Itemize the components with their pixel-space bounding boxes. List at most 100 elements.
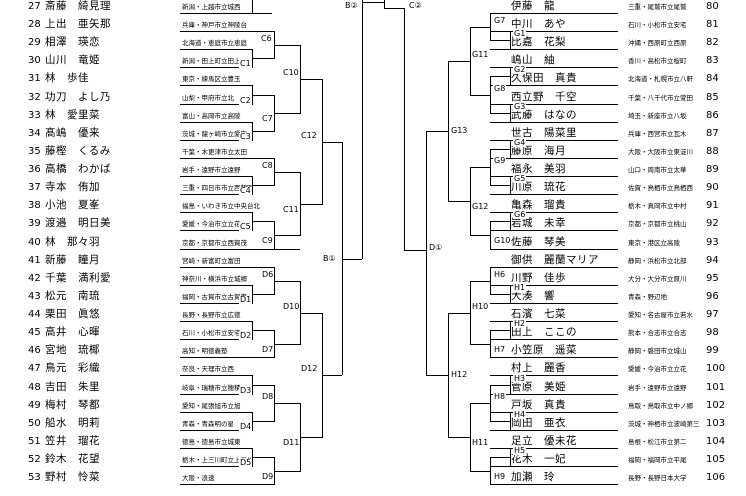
- match-label-H8: H8: [493, 392, 507, 401]
- match-label-H10: H10: [471, 302, 490, 311]
- match-label-G7: G7: [493, 16, 507, 25]
- player-number: 81: [706, 19, 719, 31]
- player-school: 福岡・古賀市立古賀東: [182, 292, 247, 301]
- bracket-line: [510, 412, 511, 431]
- bracket-line: [252, 13, 272, 14]
- player-number: 80: [706, 1, 719, 12]
- player-number: 44: [28, 309, 41, 321]
- player-number: 104: [706, 435, 726, 447]
- match-label-G8: G8: [493, 84, 507, 93]
- player-name: 千葉 満利愛: [45, 271, 111, 284]
- player-number: 27: [28, 1, 41, 12]
- player-school: 山口・周南市立太華: [628, 166, 687, 175]
- player-name: 中川 あや: [511, 18, 566, 31]
- player-school: 栃木・上三川町立上三川: [182, 456, 254, 464]
- player-name: 高橋 わかば: [45, 163, 111, 176]
- player-number: 32: [28, 91, 41, 103]
- bracket-line: [252, 31, 274, 32]
- player-number: 97: [706, 309, 719, 321]
- match-label-G13: G13: [450, 126, 469, 135]
- player-school: 福島・いわき市立中央台北: [182, 202, 260, 211]
- bracket-line: [180, 230, 252, 232]
- bracket-line: [470, 403, 490, 404]
- bracket-line: [510, 321, 511, 340]
- bracket-line: [510, 285, 511, 304]
- player-name: 寺本 侑加: [45, 181, 100, 194]
- player-school: 沖縄・西原町立西原: [628, 39, 687, 48]
- match-label-G10: G10: [493, 236, 512, 245]
- bracket-line: [180, 447, 252, 449]
- match-label-G4: G4: [513, 138, 527, 147]
- player-school: 石川・小松市立安宅: [628, 21, 687, 30]
- bracket-line: [180, 121, 252, 123]
- match-label-G6: G6: [513, 210, 527, 219]
- bracket-line: [300, 313, 322, 314]
- bracket-line: [490, 221, 510, 222]
- bracket-line: [404, 8, 405, 250]
- player-name: 戸坂 真貴: [511, 398, 566, 411]
- bracket-line: [490, 457, 491, 485]
- match-label-C4: C4: [239, 186, 252, 195]
- player-number: 40: [28, 236, 41, 248]
- player-school: 大分・大分市立原川: [628, 274, 687, 283]
- player-name: 藤原 海月: [511, 144, 566, 157]
- player-school: 京都・京都市立西賀茂: [182, 238, 247, 247]
- bracket-line: [490, 13, 510, 14]
- bracket-line: [490, 76, 491, 114]
- bracket-line: [252, 484, 274, 485]
- player-school: 北海道・札幌市立八軒: [628, 75, 693, 84]
- bracket-line: [470, 27, 490, 28]
- bracket-line: [510, 31, 511, 50]
- bracket-line: [510, 448, 511, 467]
- match-label-D7: D7: [261, 345, 275, 354]
- bracket-line: [490, 249, 618, 250]
- player-school: 岩手・遠野市立遠野: [628, 383, 687, 392]
- bracket-line: [252, 185, 274, 186]
- match-label-H4: H4: [513, 410, 527, 419]
- bracket-line: [490, 176, 618, 177]
- player-name: 武藤 はなの: [511, 108, 577, 121]
- match-label-C11: C11: [282, 205, 300, 214]
- bracket-line: [490, 249, 510, 250]
- bracket-line: [448, 313, 449, 438]
- player-number: 95: [706, 272, 719, 284]
- player-school: 大阪・大阪市立東淀川: [628, 147, 693, 156]
- player-number: 31: [28, 73, 41, 85]
- bracket-line: [490, 357, 510, 358]
- bracket-line: [490, 321, 618, 322]
- player-name: 上出 亜矢那: [45, 18, 111, 31]
- player-school: 富山・高岡市立高陵: [182, 111, 241, 120]
- bracket-line: [180, 31, 252, 33]
- match-label-D8: D8: [261, 392, 275, 401]
- bracket-line: [180, 484, 252, 486]
- match-label-C2c: C②: [408, 1, 423, 10]
- bracket-line: [252, 330, 274, 331]
- bracket-line: [252, 457, 274, 458]
- bracket-line: [426, 131, 427, 375]
- player-name: 福永 美羽: [511, 163, 566, 176]
- bracket-line: [490, 330, 491, 358]
- player-number: 94: [706, 254, 719, 266]
- bracket-line: [448, 437, 470, 438]
- player-name: 加瀬 玲: [511, 471, 555, 484]
- player-number: 102: [706, 399, 726, 411]
- player-school: 愛媛・今治市立立花: [628, 365, 687, 374]
- bracket-line: [490, 294, 510, 295]
- bracket-line: [470, 167, 490, 168]
- player-number: 46: [28, 345, 41, 357]
- bracket-line: [470, 281, 471, 345]
- player-name: 村上 麗香: [511, 362, 566, 375]
- player-name: 相澤 瑛恋: [45, 36, 100, 49]
- match-label-H6: H6: [493, 270, 507, 279]
- player-number: 52: [28, 454, 41, 465]
- player-name: 川原 琉花: [511, 181, 566, 194]
- bracket-line: [490, 457, 510, 458]
- player-number: 106: [706, 472, 726, 484]
- player-name: 田上 ここの: [511, 326, 577, 339]
- player-number: 42: [28, 272, 41, 284]
- player-school: 高知・明徳義塾: [182, 347, 228, 356]
- bracket-line: [490, 339, 618, 340]
- match-label-C7: C7: [261, 114, 274, 123]
- player-number: 53: [28, 472, 41, 484]
- player-name: 亀森 瑠貴: [511, 199, 566, 212]
